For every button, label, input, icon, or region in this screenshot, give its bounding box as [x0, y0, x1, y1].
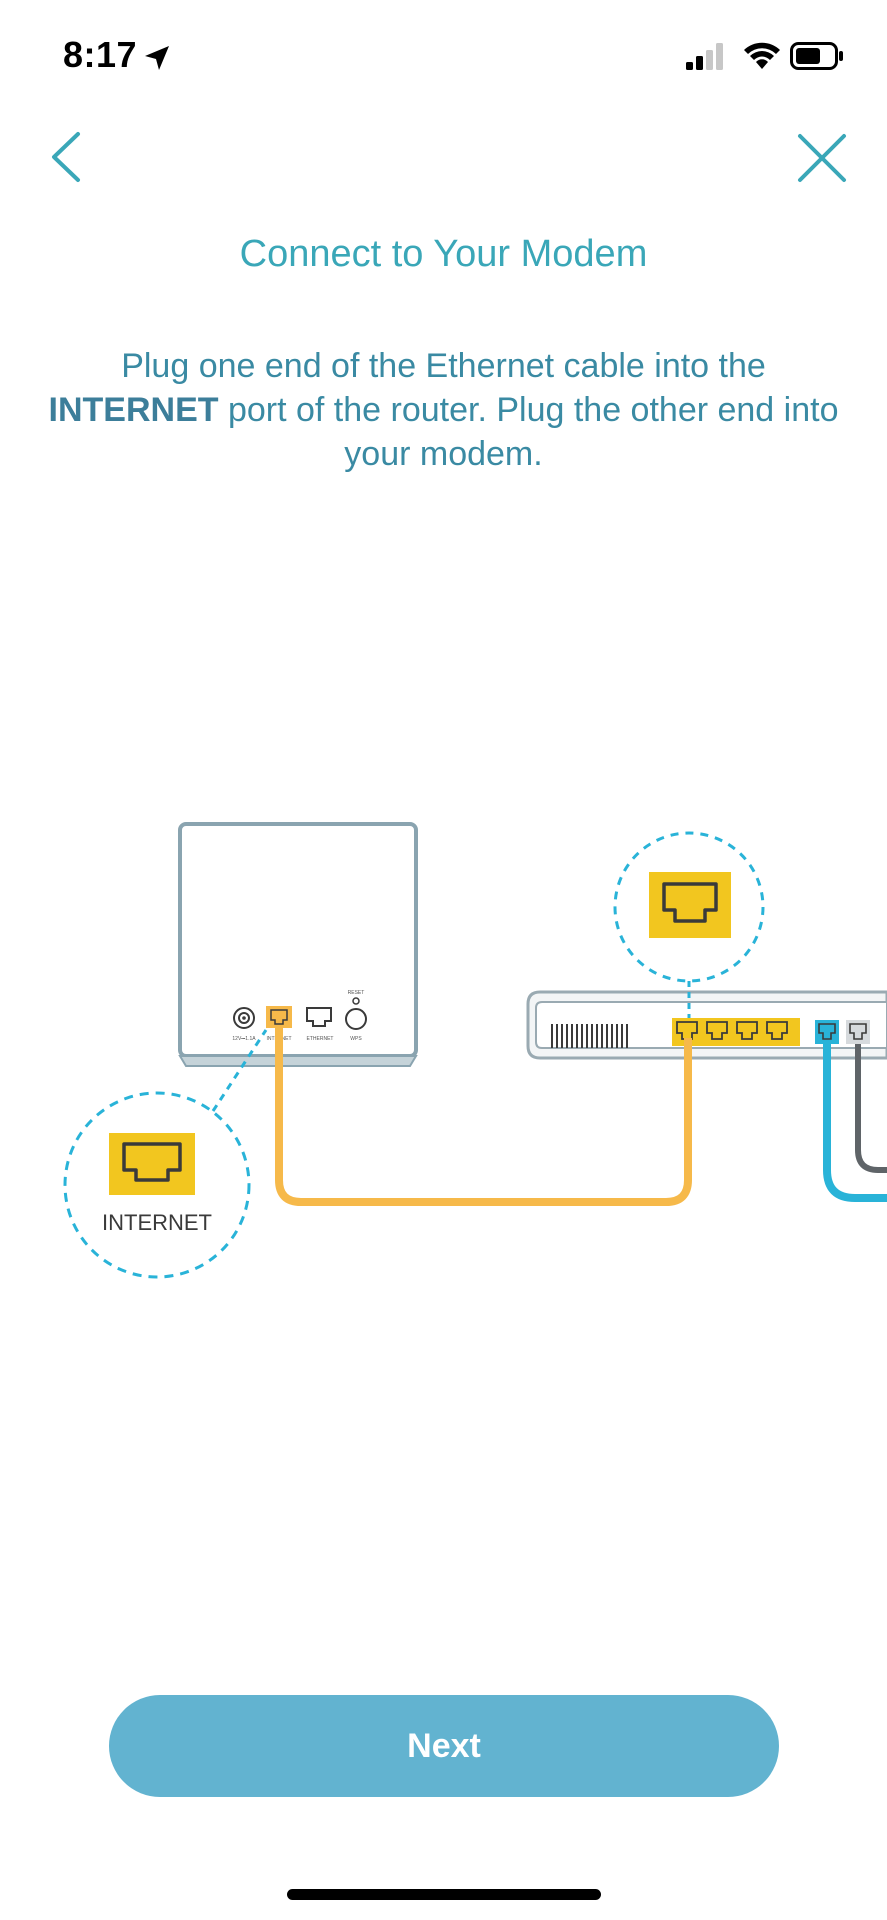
router-device: RESET 12V⎓1.1A INTERNET ETHERNET WPS	[178, 822, 418, 1067]
router-ethernet-port	[306, 1007, 332, 1027]
next-button[interactable]: Next	[109, 1695, 779, 1797]
instructions-part2: port of the router. Plug the other end i…	[218, 391, 839, 473]
router-internet-port	[266, 1006, 292, 1028]
internet-port-callout: INTERNET	[63, 1029, 268, 1279]
power-label: 12V⎓1.1A	[232, 1036, 256, 1042]
blue-cable	[823, 1044, 887, 1202]
location-arrow-icon	[145, 46, 169, 70]
status-time: 8:17	[63, 34, 138, 75]
modem-vent-icon	[551, 1024, 628, 1048]
connection-illustration: RESET 12V⎓1.1A INTERNET ETHERNET WPS	[63, 822, 887, 1279]
modem-port-callout	[613, 831, 765, 1018]
reset-label: RESET	[348, 990, 365, 996]
cellular-signal-icon	[686, 43, 723, 70]
status-bar: 8:17	[0, 0, 887, 110]
power-port-icon	[233, 1007, 255, 1029]
battery-icon	[790, 42, 843, 70]
instructions-part1: Plug one end of the Ethernet cable into …	[121, 347, 766, 385]
gray-cable	[855, 1044, 887, 1173]
close-x-icon[interactable]	[796, 132, 848, 184]
modem-device	[526, 990, 887, 1060]
wifi-icon	[744, 42, 780, 69]
ethernet-cable	[275, 1028, 692, 1206]
wps-label: WPS	[350, 1036, 362, 1042]
instructions-text: Plug one end of the Ethernet cable into …	[40, 344, 847, 476]
chevron-left-icon[interactable]	[44, 128, 92, 186]
page-title: Connect to Your Modem	[239, 233, 648, 275]
router-wps-button	[345, 1008, 367, 1030]
callout-internet-label: INTERNET	[102, 1210, 212, 1235]
home-indicator[interactable]	[287, 1889, 601, 1900]
ethernet-port-label: ETHERNET	[307, 1036, 334, 1042]
instructions-bold-internet: INTERNET	[48, 391, 219, 429]
